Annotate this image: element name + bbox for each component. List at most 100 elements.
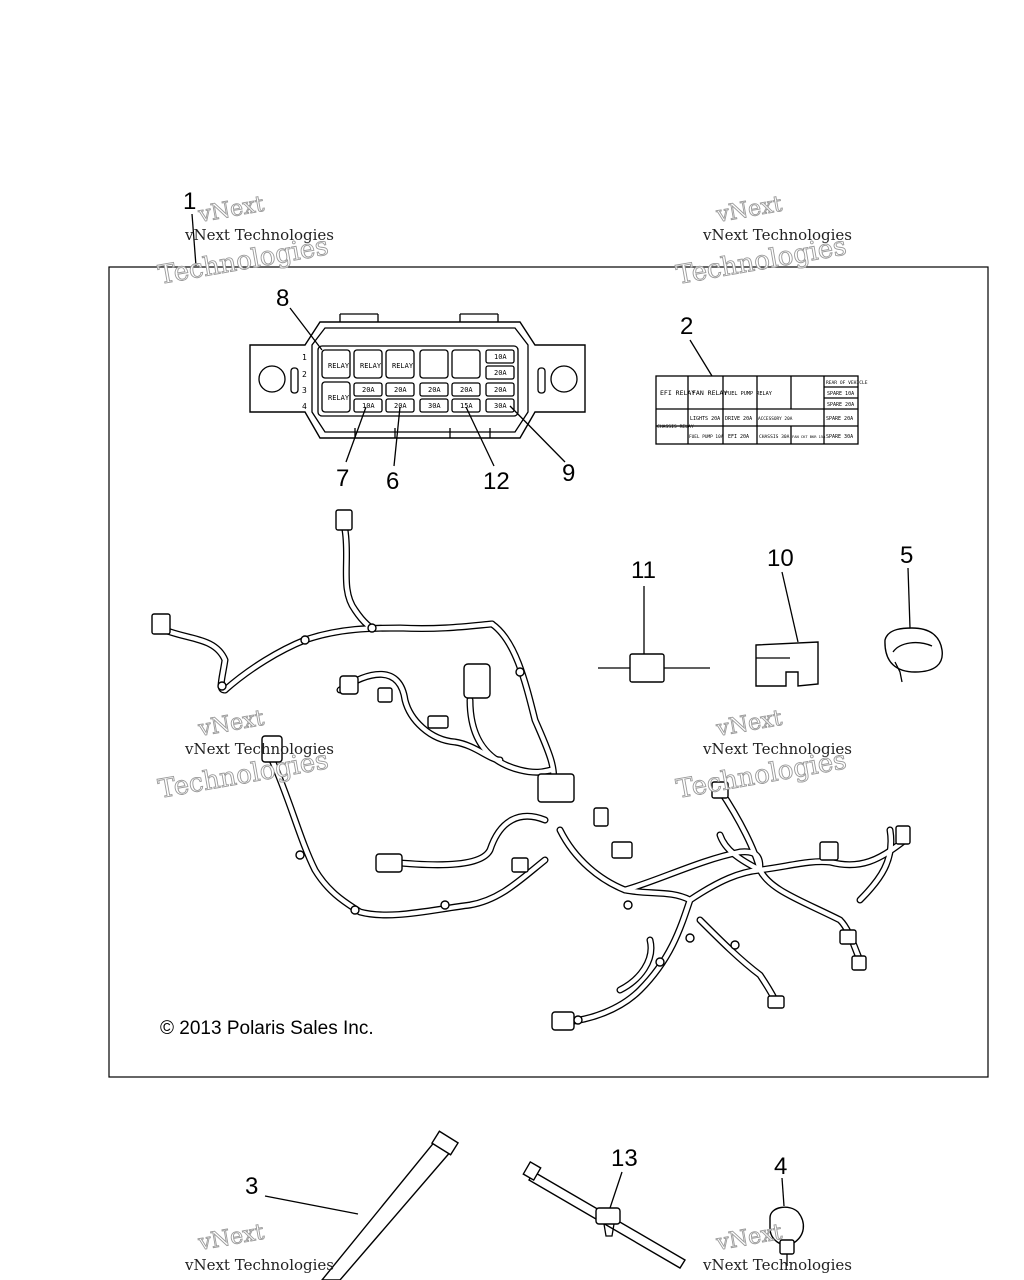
relay-slot — [353, 349, 383, 379]
decal-cell: SPARE 20A — [827, 402, 854, 408]
leader-8 — [289, 307, 323, 351]
relay-label: RELAY — [392, 362, 414, 370]
connector-part-5 — [884, 567, 943, 683]
copyright-notice: © 2013 Polaris Sales Inc. — [160, 1018, 374, 1039]
fuse-rating: 20A — [394, 386, 407, 394]
callout-3: 3 — [245, 1173, 258, 1200]
connector — [339, 675, 359, 695]
harness-branch-inner — [857, 827, 894, 903]
connector — [151, 613, 171, 635]
decal-cell: FUEL PUMP 10A — [689, 434, 724, 440]
fuse-part-10 — [755, 571, 819, 687]
connector — [711, 781, 729, 799]
connector — [511, 857, 529, 873]
harness-branch — [756, 866, 864, 964]
row-number: 3 — [302, 386, 307, 395]
decal-cell: REAR OF VEHICLE — [826, 380, 868, 386]
connector — [261, 735, 283, 763]
callout-7: 7 — [336, 465, 349, 492]
cable-tie-part-3 — [264, 1130, 460, 1280]
fuse-rating: 20A — [362, 386, 375, 394]
callout-4: 4 — [774, 1153, 787, 1180]
callout-12: 12 — [483, 468, 510, 495]
harness-branch-inner — [269, 757, 548, 918]
decal-cell: FAN CKT BKR 15A — [792, 435, 826, 439]
row-number: 2 — [302, 370, 307, 379]
fuse-rating: 15A — [460, 402, 473, 410]
callout-1: 1 — [183, 188, 196, 215]
connector — [895, 825, 911, 845]
connector — [375, 853, 403, 873]
decal-cell: FAN RELAY — [692, 389, 727, 397]
connector — [767, 995, 785, 1009]
connector — [819, 841, 839, 861]
callout-10: 10 — [767, 545, 794, 572]
leader-1 — [191, 213, 197, 267]
wire-harness — [151, 509, 911, 1031]
harness-branch-inner — [757, 867, 863, 963]
decal-cell: CHASSIS RELAY — [657, 424, 694, 430]
callout-9: 9 — [562, 460, 575, 487]
watermark-text: vNext — [714, 1220, 784, 1256]
fuse-rating: 30A — [494, 402, 507, 410]
relay-label: RELAY — [328, 394, 350, 402]
harness-branch-inner — [562, 897, 693, 1025]
relay-slot — [321, 381, 351, 413]
harness-assembly-frame — [108, 266, 989, 1078]
fuse-part-11 — [598, 586, 710, 683]
callout-13: 13 — [611, 1145, 638, 1172]
fuse-rating: 20A — [494, 369, 507, 377]
connector — [463, 663, 491, 699]
decal-cell: EFI RELAY — [660, 389, 695, 397]
decal-cell: ACCESSORY 20A — [758, 416, 793, 422]
decal-cell: SPARE 20A — [826, 416, 853, 422]
decal-cell: CHASSIS 30A — [759, 434, 790, 440]
harness-branch-inner — [617, 937, 654, 993]
harness-branch-inner — [222, 621, 495, 693]
decal-cell: SPARE 10A — [827, 391, 854, 397]
harness-branch-inner — [157, 625, 228, 693]
connector — [611, 841, 633, 859]
fuse-box: RELAY RELAY RELAY RELAY 20A 20A 20A 20A … — [249, 313, 586, 439]
leader-2 — [689, 339, 713, 377]
relay-slot — [451, 349, 481, 379]
relay-module — [537, 773, 575, 803]
connector — [551, 1011, 575, 1031]
harness-branch-inner — [387, 814, 548, 867]
connector — [593, 807, 609, 827]
callout-11: 11 — [631, 557, 656, 584]
watermark-text: vNext Technologies — [184, 226, 334, 244]
fuse-label-decal: EFI RELAY FAN RELAY FUEL PUMP RELAY REAR… — [655, 375, 868, 445]
connector — [851, 955, 867, 971]
callout-5: 5 — [900, 542, 913, 569]
callouts: 1 2 3 4 5 6 7 8 9 10 11 12 13 — [183, 188, 913, 1200]
harness-branch — [561, 896, 694, 1026]
watermark-text: vNext Technologies — [184, 1256, 334, 1274]
watermark-text: vNext — [196, 706, 266, 742]
watermark-text: vNext — [196, 1220, 266, 1256]
row-number: 4 — [302, 402, 307, 411]
decal-cell: FUEL PUMP RELAY — [725, 391, 773, 397]
callout-8: 8 — [276, 285, 289, 312]
fuse-rating: 30A — [428, 402, 441, 410]
watermark-text: vNext Technologies — [184, 740, 334, 758]
leader-6 — [393, 406, 401, 467]
fuse-rating: 20A — [428, 386, 441, 394]
watermark-text: vNext Technologies — [702, 226, 852, 244]
leader-12 — [465, 406, 495, 467]
clip-part-4 — [769, 1177, 805, 1266]
decal-cell: EFI 20A — [728, 434, 749, 440]
relay-slot — [419, 349, 449, 379]
watermark-text: vNext — [196, 192, 266, 228]
callout-6: 6 — [386, 468, 399, 495]
harness-branch-inner — [717, 787, 763, 873]
watermark-text: vNext — [714, 192, 784, 228]
connector — [335, 509, 353, 531]
fuse-rating: 20A — [394, 402, 407, 410]
tie-strap-part-13 — [522, 1160, 686, 1269]
fuse-rating: 10A — [362, 402, 375, 410]
harness-branch-inner — [687, 837, 908, 903]
fuse-rating: 20A — [494, 386, 507, 394]
connector — [377, 687, 393, 703]
